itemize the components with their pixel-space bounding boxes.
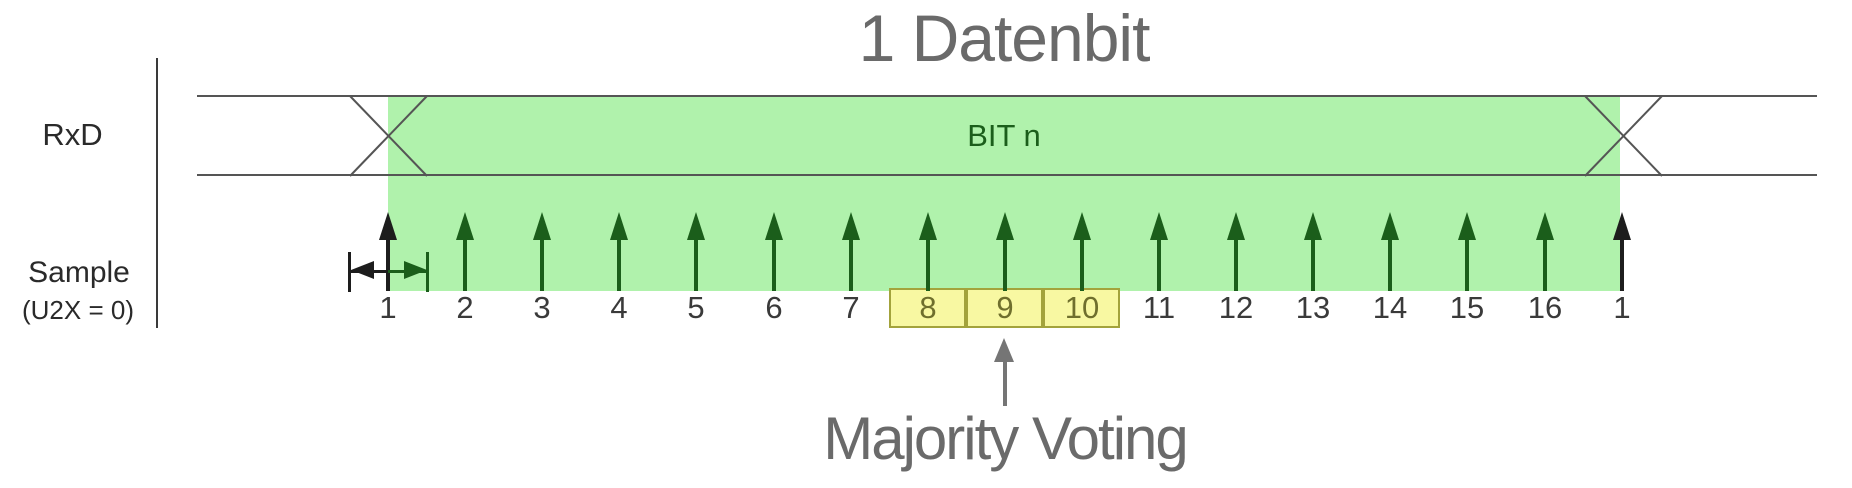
sample-arrowhead-icon <box>765 212 783 240</box>
rxd-signal-line-low <box>197 174 1817 176</box>
diagram-title: 1 Datenbit <box>858 1 1151 75</box>
sample-number: 15 <box>1449 290 1485 325</box>
sample-arrowhead-icon <box>842 212 860 240</box>
sample-number: 1 <box>1613 290 1631 325</box>
rxd-signal-line-high <box>197 95 1817 97</box>
sample-number: 6 <box>765 290 783 325</box>
sample-arrowhead-icon <box>1613 212 1631 240</box>
sample-arrow-stem <box>1620 236 1624 291</box>
sample-arrow-stem <box>694 236 698 291</box>
sample-arrow-stem <box>463 236 467 291</box>
sample-number: 7 <box>842 290 860 325</box>
sample-arrow-stem <box>1543 236 1547 291</box>
sample-arrow-stem <box>1080 236 1084 291</box>
sample-arrowhead-icon <box>1381 212 1399 240</box>
sample-arrowhead-icon <box>1073 212 1091 240</box>
sample-number: 3 <box>533 290 551 325</box>
sample-arrowhead-icon <box>456 212 474 240</box>
sample-arrowhead-icon <box>533 212 551 240</box>
sample-mode-label: (U2X = 0) <box>22 295 134 325</box>
sample-number: 4 <box>610 290 628 325</box>
sample-number: 1 <box>379 290 397 325</box>
sample-arrowhead-icon <box>1150 212 1168 240</box>
sample-arrowhead-icon <box>919 212 937 240</box>
sample-arrowhead-icon <box>687 212 705 240</box>
sample-arrowhead-icon <box>1227 212 1245 240</box>
sample-arrow-stem <box>386 236 390 291</box>
sample-arrow-stem <box>617 236 621 291</box>
tolerance-left-arrow-icon <box>351 261 374 279</box>
sample-arrowhead-icon <box>610 212 628 240</box>
bit-label: BIT n <box>967 118 1041 153</box>
majority-sample-box <box>1043 288 1120 328</box>
sample-arrow-stem <box>1157 236 1161 291</box>
sample-row-label: Sample <box>28 256 130 289</box>
sample-number: 8 <box>919 290 937 325</box>
row-separator-line <box>156 58 158 328</box>
sample-arrow-stem <box>1465 236 1469 291</box>
majority-voting-label: Majority Voting <box>823 405 1189 472</box>
sample-arrow-stem <box>1311 236 1315 291</box>
sample-arrowhead-icon <box>1458 212 1476 240</box>
sample-arrowhead-icon <box>379 212 397 240</box>
sample-number: 2 <box>456 290 474 325</box>
tolerance-right-bar <box>426 252 429 292</box>
sample-arrow-stem <box>926 236 930 291</box>
sample-arrowhead-icon <box>1536 212 1554 240</box>
majority-pointer-arrowhead-icon <box>994 338 1014 362</box>
sample-arrow-stem <box>1234 236 1238 291</box>
sample-arrow-stem <box>1003 236 1007 291</box>
tolerance-left-bar <box>348 252 351 292</box>
sample-arrow-stem <box>1388 236 1392 291</box>
sample-arrow-stem <box>849 236 853 291</box>
majority-pointer-arrow <box>1003 360 1007 406</box>
tolerance-right-arrow-icon <box>404 261 427 279</box>
sample-number: 13 <box>1295 290 1331 325</box>
sample-arrowhead-icon <box>1304 212 1322 240</box>
sample-number: 9 <box>996 290 1014 325</box>
sample-arrow-stem <box>772 236 776 291</box>
sample-number: 16 <box>1527 290 1563 325</box>
sample-arrowhead-icon <box>996 212 1014 240</box>
sample-number: 11 <box>1142 290 1176 325</box>
sample-number: 14 <box>1372 290 1408 325</box>
sample-arrow-stem <box>540 236 544 291</box>
sample-number: 5 <box>687 290 705 325</box>
rxd-row-label: RxD <box>42 117 103 152</box>
sample-number: 12 <box>1218 290 1254 325</box>
sample-number: 10 <box>1064 290 1100 325</box>
